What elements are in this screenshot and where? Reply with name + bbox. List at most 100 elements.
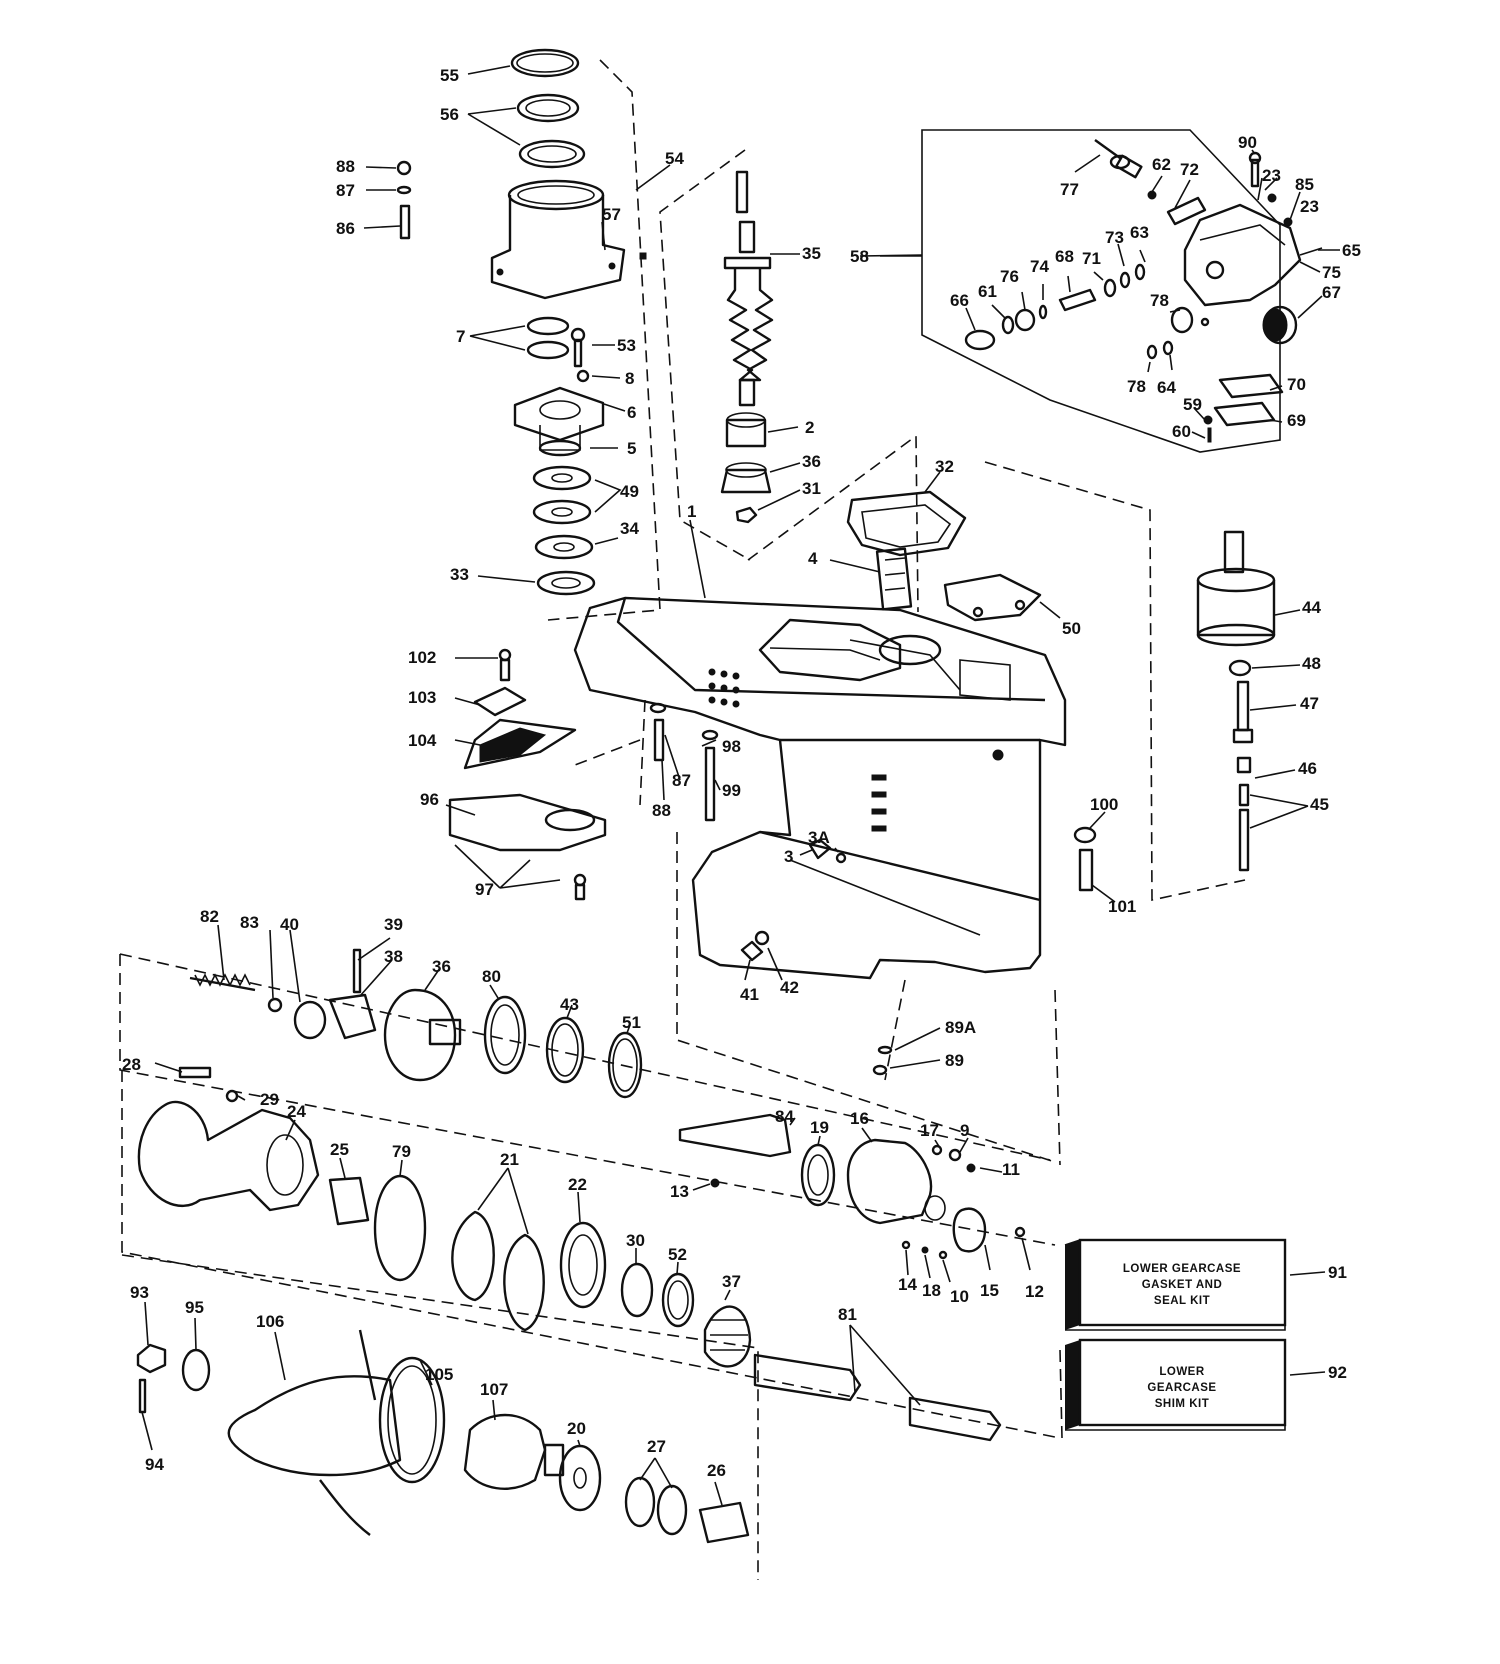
callout-80: 80 — [482, 967, 501, 986]
callout-40: 40 — [280, 915, 299, 934]
shift-housing-parts — [964, 139, 1323, 443]
trim-anode-parts — [448, 648, 893, 1076]
gasket-kit-line-2: GASKET AND — [1142, 1279, 1223, 1291]
callout-47: 47 — [1300, 694, 1319, 713]
prop-shaft-parts — [678, 1113, 1026, 1442]
kit-labels: LOWER GEARCASE GASKET AND SEAL KIT LOWER… — [1123, 1263, 1241, 1410]
callout-24: 24 — [287, 1102, 306, 1121]
callout-88-top: 88 — [336, 157, 355, 176]
callout-53: 53 — [617, 336, 636, 355]
callout-36-top: 36 — [802, 452, 821, 471]
callout-22: 22 — [568, 1175, 587, 1194]
callout-60: 60 — [1172, 422, 1191, 441]
gasket-kit-line-1: LOWER GEARCASE — [1123, 1263, 1241, 1275]
callout-72: 72 — [1180, 160, 1199, 179]
callout-78-lower: 78 — [1127, 377, 1146, 396]
callout-26: 26 — [707, 1461, 726, 1480]
callout-49: 49 — [620, 482, 639, 501]
callout-104: 104 — [408, 731, 437, 750]
callout-45: 45 — [1310, 795, 1329, 814]
callout-29: 29 — [260, 1090, 279, 1109]
callout-28: 28 — [122, 1055, 141, 1074]
callout-14: 14 — [898, 1275, 917, 1294]
callout-2: 2 — [805, 418, 814, 437]
callout-1: 1 — [687, 502, 696, 521]
callout-56: 56 — [440, 105, 459, 124]
clutch-parts — [189, 948, 643, 1099]
callout-74: 74 — [1030, 257, 1049, 276]
callout-92: 92 — [1328, 1363, 1347, 1382]
callout-35: 35 — [802, 244, 821, 263]
callout-10: 10 — [950, 1287, 969, 1306]
callout-11: 11 — [1002, 1160, 1020, 1179]
callout-91: 91 — [1328, 1263, 1347, 1282]
callout-17: 17 — [920, 1121, 939, 1140]
callout-46: 46 — [1298, 759, 1317, 778]
callout-13: 13 — [670, 1182, 689, 1201]
callout-19: 19 — [810, 1118, 829, 1137]
drive-shaft-parts — [720, 170, 774, 524]
callout-41: 41 — [740, 985, 759, 1004]
callout-76: 76 — [1000, 267, 1019, 286]
shim-kit-line-1: LOWER — [1159, 1366, 1204, 1378]
callout-63: 63 — [1130, 223, 1149, 242]
callout-66: 66 — [950, 291, 969, 310]
callout-8: 8 — [625, 369, 634, 388]
callout-21: 21 — [500, 1150, 519, 1169]
callout-87-lower: 87 — [672, 771, 691, 790]
callout-4: 4 — [808, 549, 818, 568]
callout-64: 64 — [1157, 378, 1176, 397]
callout-89A: 89A — [945, 1018, 976, 1037]
callout-31: 31 — [802, 479, 821, 498]
water-pump-parts — [396, 48, 647, 596]
callout-50: 50 — [1062, 619, 1081, 638]
callout-77: 77 — [1060, 180, 1079, 199]
shift-rod-parts — [1073, 530, 1276, 892]
shim-kit-line-2: GEARCASE — [1147, 1382, 1216, 1394]
callout-59: 59 — [1183, 395, 1202, 414]
callout-107: 107 — [480, 1380, 508, 1399]
callout-82: 82 — [200, 907, 219, 926]
callout-55: 55 — [440, 66, 459, 85]
kit-boxes — [1064, 1238, 1287, 1431]
callout-81: 81 — [838, 1305, 857, 1324]
callout-67: 67 — [1322, 283, 1341, 302]
callout-90: 90 — [1238, 133, 1257, 152]
callout-3A: 3A — [808, 828, 830, 847]
callout-98: 98 — [722, 737, 741, 756]
callout-30: 30 — [626, 1231, 645, 1250]
callout-100: 100 — [1090, 795, 1118, 814]
callout-33: 33 — [450, 565, 469, 584]
callout-105: 105 — [425, 1365, 453, 1384]
callout-32: 32 — [935, 457, 954, 476]
callout-88-lower: 88 — [652, 801, 671, 820]
callout-9: 9 — [960, 1121, 969, 1140]
callout-54: 54 — [665, 149, 684, 168]
callout-51: 51 — [622, 1013, 641, 1032]
callout-37: 37 — [722, 1272, 741, 1291]
callout-71: 71 — [1082, 249, 1101, 268]
callout-87-top: 87 — [336, 181, 355, 200]
callout-75: 75 — [1322, 263, 1341, 282]
callout-12: 12 — [1025, 1282, 1044, 1301]
gasket-kit-line-3: SEAL KIT — [1154, 1295, 1210, 1307]
callout-97: 97 — [475, 880, 494, 899]
callout-73: 73 — [1105, 228, 1124, 247]
callout-79: 79 — [392, 1142, 411, 1161]
callout-62: 62 — [1152, 155, 1171, 174]
callout-48: 48 — [1302, 654, 1321, 673]
callout-58: 58 — [850, 247, 869, 266]
callout-57: 57 — [602, 205, 621, 224]
callout-102: 102 — [408, 648, 436, 667]
callout-65: 65 — [1342, 241, 1361, 260]
callout-43: 43 — [560, 995, 579, 1014]
callout-23-lower: 23 — [1300, 197, 1319, 216]
callout-85: 85 — [1295, 175, 1314, 194]
callout-23-upper: 23 — [1262, 166, 1281, 185]
callout-95: 95 — [185, 1298, 204, 1317]
callout-7: 7 — [456, 327, 465, 346]
gasket-parts — [846, 490, 1042, 622]
shim-kit-box — [1065, 1338, 1287, 1431]
callout-68: 68 — [1055, 247, 1074, 266]
